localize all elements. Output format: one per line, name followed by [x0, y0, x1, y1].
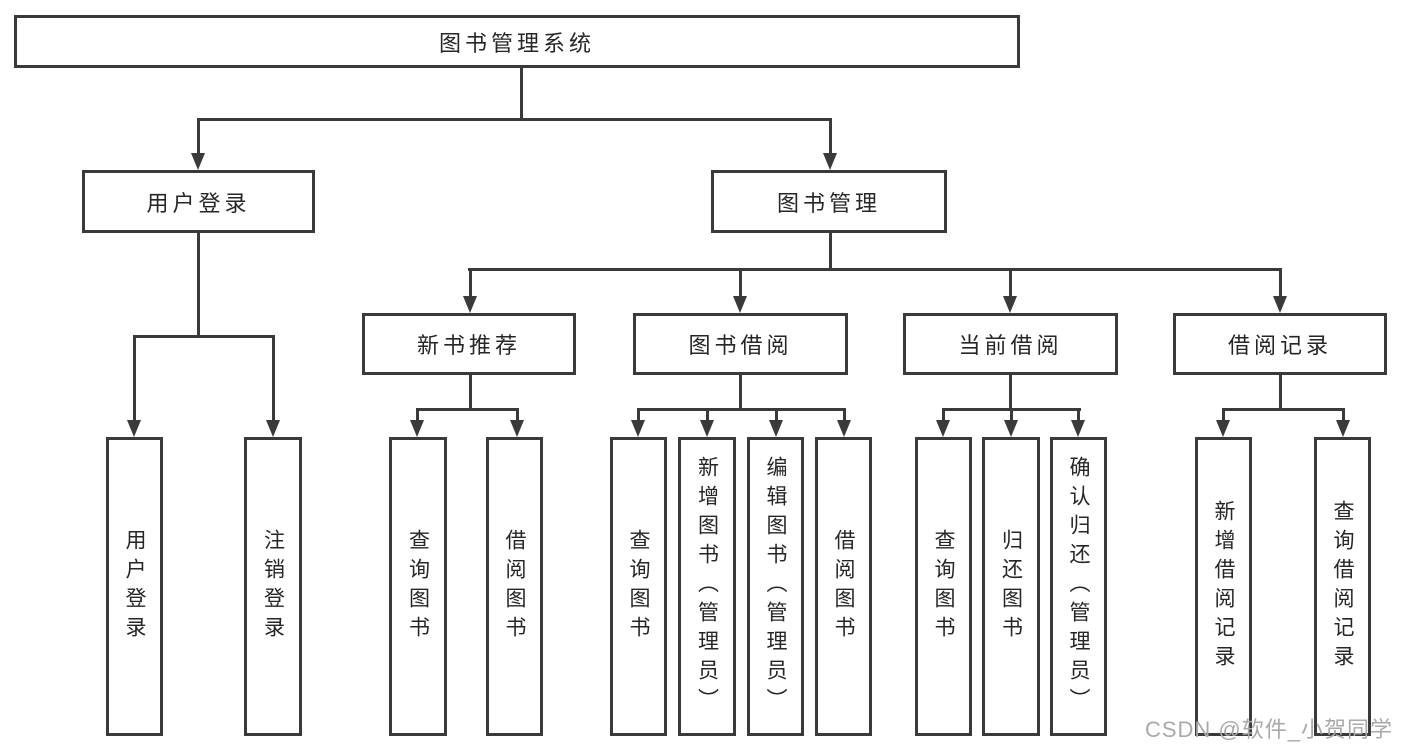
arrowhead-down — [410, 420, 424, 437]
connector-line — [1222, 408, 1225, 421]
leaf-confirm-return-admin: 确认归还（管理员） — [1050, 437, 1107, 736]
node-label: 图书管理 — [776, 190, 881, 216]
leaf-label: 归还图书 — [999, 528, 1023, 645]
node-book-management: 图书管理 — [711, 170, 947, 233]
connector-line — [829, 233, 832, 270]
arrowhead-down — [1216, 420, 1230, 437]
arrowhead-down — [1071, 420, 1085, 437]
connector-line — [942, 408, 945, 421]
connector-line — [1077, 408, 1080, 421]
connector-line — [416, 408, 519, 411]
arrowhead-down — [1273, 296, 1287, 313]
node-root-library-system: 图书管理系统 — [14, 15, 1020, 68]
leaf-label: 新增图书（管理员） — [695, 456, 719, 717]
arrowhead-down — [936, 420, 950, 437]
arrowhead-down — [700, 420, 714, 437]
arrowhead-down — [1004, 420, 1018, 437]
node-current-borrowing: 当前借阅 — [903, 313, 1118, 375]
connector-line — [416, 408, 419, 421]
connector-line — [843, 408, 846, 421]
connector-line — [469, 375, 472, 409]
leaf-label: 注销登录 — [261, 528, 285, 645]
connector-line — [1010, 408, 1013, 421]
leaf-label: 查询借阅记录 — [1331, 499, 1354, 674]
connector-line — [1009, 375, 1012, 409]
leaf-query-books-recommend: 查询图书 — [389, 437, 447, 736]
connector-line — [1279, 268, 1282, 297]
connector-line — [1342, 408, 1345, 421]
arrowhead-down — [837, 420, 851, 437]
leaf-borrow-books-recommend: 借阅图书 — [486, 437, 543, 736]
connector-line — [133, 335, 275, 338]
connector-line — [637, 408, 640, 421]
leaf-label: 借阅图书 — [832, 528, 855, 645]
connector-line — [829, 118, 832, 155]
leaf-label: 用户登录 — [123, 528, 146, 645]
connector-line — [516, 408, 519, 421]
connector-line — [1009, 268, 1012, 297]
connector-line — [469, 268, 472, 297]
arrowhead-down — [1336, 420, 1350, 437]
connector-line — [197, 118, 200, 155]
node-label: 图书借阅 — [688, 333, 793, 358]
node-label: 新书推荐 — [416, 333, 521, 358]
arrowhead-down — [463, 296, 477, 313]
arrowhead-down — [733, 296, 747, 313]
leaf-return-book: 归还图书 — [982, 437, 1040, 736]
connector-line — [637, 408, 846, 411]
connector-line — [1222, 408, 1345, 411]
leaf-add-borrow-record: 新增借阅记录 — [1195, 437, 1252, 736]
leaf-borrow-books-borrowing: 借阅图书 — [815, 437, 872, 736]
connector-line — [272, 335, 275, 421]
connector-line — [197, 118, 832, 121]
node-label: 图书管理系统 — [438, 30, 595, 56]
leaf-label: 查询图书 — [932, 528, 955, 645]
leaf-add-book-admin: 新增图书（管理员） — [678, 437, 736, 736]
leaf-logout: 注销登录 — [244, 437, 302, 736]
connector-line — [133, 335, 136, 421]
arrowhead-down — [510, 420, 524, 437]
node-label: 借阅记录 — [1227, 333, 1332, 358]
arrowhead-down — [823, 153, 837, 170]
connector-line — [739, 375, 742, 409]
leaf-query-books-current: 查询图书 — [915, 437, 972, 736]
connector-line — [468, 268, 1282, 271]
leaf-query-borrow-record: 查询借阅记录 — [1314, 437, 1371, 736]
leaf-query-books-borrowing: 查询图书 — [610, 437, 667, 736]
node-label: 当前借阅 — [958, 333, 1063, 358]
leaf-label: 新增借阅记录 — [1212, 499, 1235, 674]
arrowhead-down — [631, 420, 645, 437]
connector-line — [520, 68, 523, 120]
leaf-label: 编辑图书（管理员） — [764, 456, 787, 717]
leaf-label: 查询图书 — [627, 528, 650, 645]
connector-line — [1279, 375, 1282, 409]
node-book-borrowing: 图书借阅 — [633, 313, 848, 375]
arrowhead-down — [769, 420, 783, 437]
connector-line — [197, 233, 200, 337]
connector-line — [775, 408, 778, 421]
node-user-login: 用户登录 — [82, 170, 315, 233]
node-label: 用户登录 — [146, 190, 251, 216]
node-borrowing-records: 借阅记录 — [1173, 313, 1387, 375]
arrowhead-down — [266, 420, 280, 437]
arrowhead-down — [1003, 296, 1017, 313]
arrowhead-down — [191, 153, 205, 170]
node-new-book-recommendation: 新书推荐 — [362, 313, 576, 375]
csdn-watermark: CSDN @软件_小贺同学 — [1144, 717, 1393, 742]
leaf-label: 查询图书 — [406, 528, 430, 645]
leaf-label: 借阅图书 — [503, 528, 526, 645]
leaf-edit-book-admin: 编辑图书（管理员） — [747, 437, 804, 736]
leaf-label: 确认归还（管理员） — [1067, 456, 1090, 717]
connector-line — [706, 408, 709, 421]
connector-line — [739, 268, 742, 297]
leaf-user-login: 用户登录 — [106, 437, 163, 736]
arrowhead-down — [127, 420, 141, 437]
